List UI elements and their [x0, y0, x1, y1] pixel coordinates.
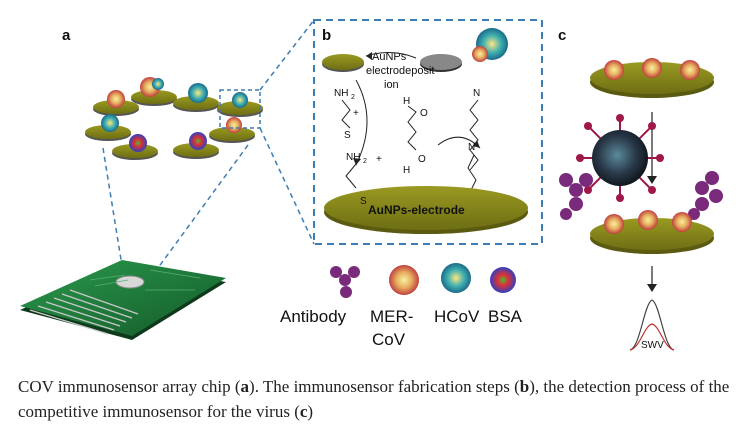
- sensor-chip: [20, 260, 226, 340]
- hcov-protein-icon: [101, 114, 119, 132]
- subscript: 2: [351, 94, 355, 101]
- mers-cov-protein-icon: [604, 214, 624, 234]
- mers-cov-protein-icon: [638, 210, 658, 230]
- hcov-protein-icon: [232, 92, 248, 108]
- antibody-icon: [559, 173, 593, 220]
- caption-ref-a: a: [240, 377, 250, 396]
- arrow-icon: [355, 79, 368, 166]
- swv-label: SWV: [641, 340, 664, 351]
- gold-electrode: [420, 54, 462, 70]
- legend-antibody-label: Antibody: [280, 307, 347, 326]
- swv-curve: SWV: [629, 299, 675, 351]
- legend-hcov-label: HCoV: [434, 307, 480, 326]
- electrode-disc: [131, 77, 177, 106]
- zoom-line: [102, 147, 124, 273]
- aunps-electrode-label: AuNPs-electrode: [368, 203, 465, 217]
- ion-label: ion: [384, 79, 399, 91]
- panel-b-letter: b: [322, 27, 331, 44]
- mers-cov-protein-icon: [226, 117, 242, 133]
- caption-text: ). The immunosensor fabrication steps (: [249, 377, 520, 396]
- antibody-icon: [688, 171, 723, 220]
- s-atom: S: [344, 130, 351, 141]
- chip-contacts: [29, 289, 139, 335]
- caption-text: COV immunosensor array chip (: [18, 377, 241, 396]
- bsa-protein-icon: [129, 134, 147, 152]
- bare-electrode: [322, 54, 364, 70]
- virus-icon: [576, 114, 664, 202]
- electrode-disc: [85, 114, 131, 141]
- bsa-protein-icon: [189, 132, 207, 150]
- electrode-disc: [217, 92, 263, 117]
- panel-c-letter: c: [558, 27, 566, 44]
- electrode-disc: [93, 90, 139, 116]
- electrodeposit-label: electrodeposit: [366, 65, 435, 77]
- figure: a: [20, 19, 723, 351]
- legend-bsa-label: BSA: [488, 307, 523, 326]
- electrode-array: [85, 77, 263, 160]
- legend-antibody-icon: [330, 266, 360, 298]
- electrode-disc: [209, 117, 255, 143]
- caption-text: ): [307, 402, 314, 421]
- s-atom-3: S: [360, 196, 367, 207]
- n-atom: N: [473, 88, 480, 99]
- panel-b-box: [313, 19, 543, 245]
- hcov-protein-icon: [152, 78, 164, 90]
- zoom-line: [259, 127, 315, 245]
- nh2-label-2: NH: [346, 152, 360, 163]
- electrode-disc: [173, 83, 219, 112]
- legend-mers-cov-icon: [389, 265, 419, 295]
- mers-cov-protein-icon: [107, 90, 125, 108]
- o-atom: O: [420, 108, 428, 119]
- zoom-line: [259, 19, 315, 91]
- figure-caption: COV immunosensor array chip (a). The imm…: [18, 374, 748, 424]
- hcov-protein-icon: [188, 83, 208, 103]
- mers-cov-protein-icon: [680, 60, 700, 80]
- zoom-line: [154, 144, 249, 273]
- legend-hcov-icon: [441, 263, 471, 293]
- electrode-disc: [173, 132, 219, 159]
- aunps-electrode: [324, 186, 528, 230]
- panel-a-letter: a: [62, 27, 71, 44]
- caption-ref-c: c: [299, 402, 308, 421]
- plus-sign-2: +: [376, 154, 382, 165]
- subscript: 2: [363, 158, 367, 165]
- mers-cov-protein-icon: [642, 58, 662, 78]
- legend: Antibody MER- CoV HCoV BSA: [280, 263, 523, 349]
- legend-bsa-icon: [490, 267, 516, 293]
- aunps-label: AuNPs: [372, 51, 407, 63]
- legend-mers-label-line1: MER-: [370, 307, 413, 326]
- caption-ref-b: b: [519, 377, 530, 396]
- electrode-disc: [112, 134, 158, 160]
- caption-text: ), the detection process of the competit…: [18, 377, 730, 421]
- mers-cov-protein-icon: [672, 212, 692, 232]
- plus-sign: +: [353, 108, 359, 119]
- h-atom-2: H: [403, 165, 410, 176]
- legend-mers-label-line2: CoV: [372, 330, 406, 349]
- n-atom-2: N: [468, 142, 475, 153]
- h-atom: H: [403, 96, 410, 107]
- mers-cov-protein-icon: [472, 46, 488, 62]
- nh2-label: NH: [334, 88, 348, 99]
- zoom-box: [219, 89, 261, 129]
- o-atom-2: O: [418, 154, 426, 165]
- mers-cov-protein-icon: [604, 60, 624, 80]
